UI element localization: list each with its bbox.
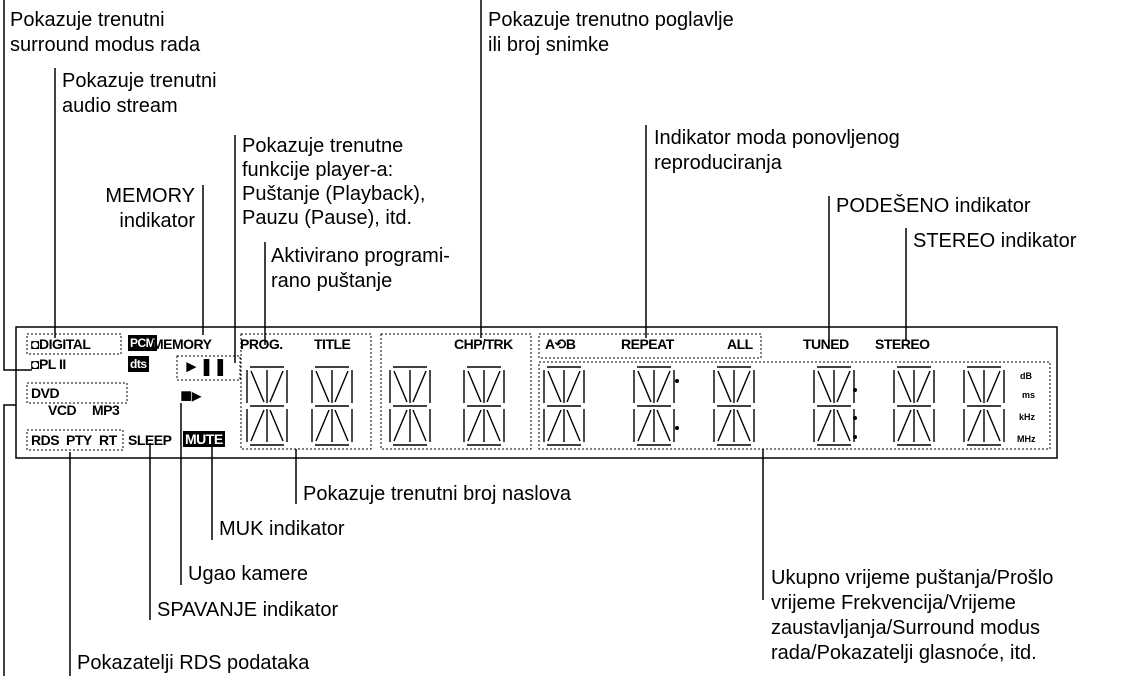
label-rds: Pokazatelji RDS podataka — [77, 652, 310, 674]
segment-digit — [893, 366, 935, 446]
chapter-digits-group — [380, 333, 532, 450]
colon-dot — [853, 388, 857, 392]
play-pause-icon: ►❚❚ — [183, 357, 227, 376]
rds-group — [26, 429, 124, 451]
label-repeat: Indikator moda ponovljenog reproduciranj… — [654, 127, 900, 174]
vcd-indicator: VCD — [48, 402, 77, 418]
segment-digit — [813, 366, 855, 446]
tuned-indicator: TUNED — [803, 336, 849, 352]
label-camera: Ugao kamere — [188, 563, 309, 585]
segment-digit — [543, 366, 585, 446]
time-digits-group — [538, 361, 1051, 450]
mute-indicator: MUTE — [183, 431, 225, 447]
segment-digit — [963, 366, 1005, 446]
colon-dot — [675, 426, 679, 430]
dolby-double-d-icon: ◘ — [31, 356, 39, 372]
camera-angle-icon: ■▸ — [180, 385, 202, 407]
unit-db: dB — [1020, 371, 1032, 381]
repeat-indicator: REPEAT — [621, 336, 674, 352]
digital-group — [26, 333, 122, 355]
ab-indicator: A⟲B — [545, 336, 576, 352]
repeat-loop-icon: ⟲ — [554, 336, 567, 352]
pro-logic-indicator: ◘PL II — [31, 356, 66, 372]
dolby-digital-indicator: ◘DIGITAL — [31, 336, 91, 352]
segment-digit — [311, 366, 353, 446]
segment-digit — [633, 366, 675, 446]
pty-indicator: PTY — [66, 432, 92, 448]
prog-indicator: PROG. — [240, 336, 283, 352]
memory-indicator: MEMORY — [152, 336, 212, 352]
colon-dot — [675, 379, 679, 383]
stereo-indicator: STEREO — [875, 336, 930, 352]
label-title-number: Pokazuje trenutni broj naslova — [303, 483, 571, 505]
label-mute: MUK indikator — [219, 518, 345, 540]
segment-digit — [246, 366, 288, 446]
label-surround: Pokazuje trenutni surround modus rada — [10, 9, 201, 56]
line-disc — [3, 404, 16, 676]
label-memory: MEMORY indikator — [105, 185, 195, 232]
sleep-indicator: SLEEP — [128, 432, 172, 448]
rds-indicator: RDS — [31, 432, 60, 448]
label-time: Ukupno vrijeme puštanja/Prošlo vrijeme F… — [771, 567, 1054, 664]
pcm-badge: PCM — [128, 335, 158, 351]
play-group — [176, 355, 241, 381]
segment-digit — [463, 366, 505, 446]
label-sleep: SPAVANJE indikator — [157, 599, 339, 621]
dvd-group — [26, 382, 128, 404]
display-frame — [15, 326, 1058, 459]
label-program: Aktivirano programi- rano puštanje — [271, 245, 450, 292]
segment-digit — [389, 366, 431, 446]
label-chapter: Pokazuje trenutno poglavlje ili broj sni… — [488, 9, 734, 56]
chp-trk-indicator: CHP/TRK — [454, 336, 513, 352]
title-indicator: TITLE — [314, 336, 351, 352]
label-audio-stream: Pokazuje trenutni audio stream — [62, 70, 217, 117]
dts-badge: dts — [128, 356, 149, 372]
label-player-functions: Pokazuje trenutne funkcije player-a: Puš… — [242, 135, 426, 229]
unit-khz: kHz — [1019, 412, 1036, 422]
unit-mhz: MHz — [1017, 434, 1036, 444]
title-digits-group — [240, 333, 372, 450]
mp3-indicator: MP3 — [92, 402, 120, 418]
label-stereo: STEREO indikator — [913, 230, 1077, 252]
unit-ms: ms — [1022, 390, 1036, 400]
repeat-group — [538, 333, 762, 359]
label-tuned: PODEŠENO indikator — [836, 195, 1031, 217]
colon-dot — [853, 416, 857, 420]
dvd-indicator: DVD — [31, 385, 60, 401]
segment-digit — [713, 366, 755, 446]
all-indicator: ALL — [727, 336, 753, 352]
line-surround — [3, 0, 32, 371]
colon-dot — [853, 435, 857, 439]
rt-indicator: RT — [99, 432, 117, 448]
dolby-double-d-icon: ◘ — [31, 336, 39, 352]
